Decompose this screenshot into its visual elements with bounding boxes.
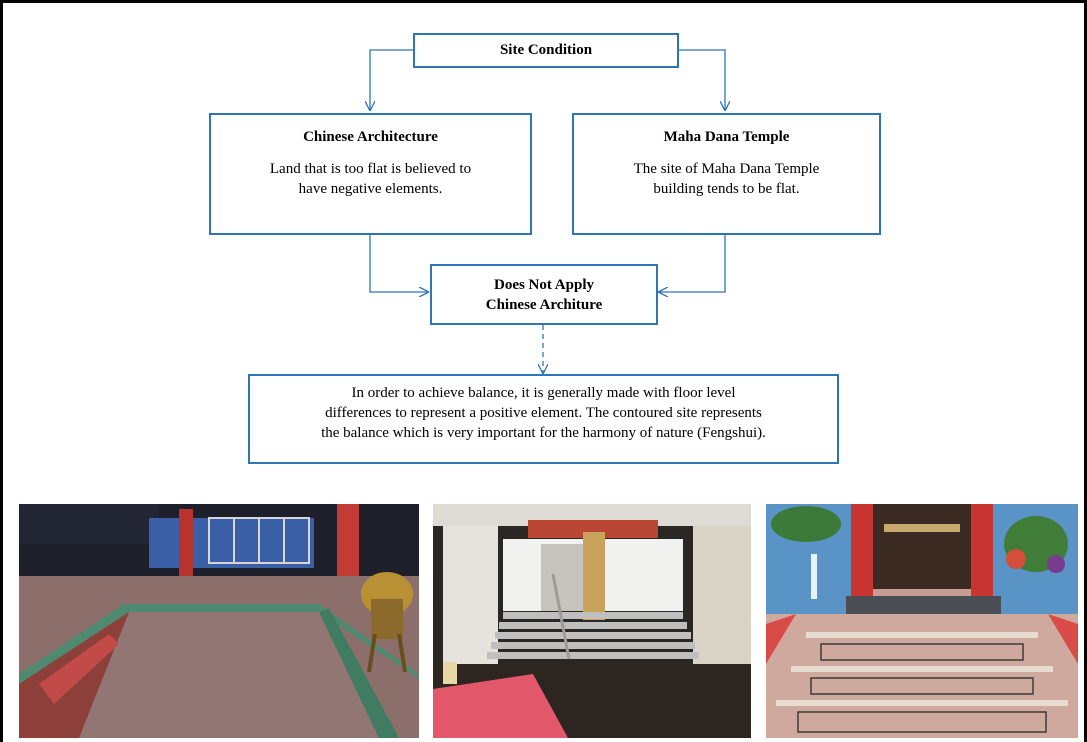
site-condition-label: Site Condition [499, 42, 593, 58]
chinese-architecture-title: Chinese Architecture [303, 129, 438, 145]
temple-interior-stairs-photo [433, 504, 751, 738]
conclusion-line1: In order to achieve balance, it is gener… [351, 385, 736, 401]
does-not-apply-line1: Does Not Apply [493, 277, 594, 293]
maha-dana-temple-text-line2: building tends to be flat. [653, 181, 800, 197]
conclusion-box: In order to achieve balance, it is gener… [248, 374, 839, 464]
chinese-architecture-box: Chinese Architecture Land that is too fl… [209, 113, 532, 235]
arrow-site-to-temple [678, 49, 725, 110]
maha-dana-temple-box: Maha Dana Temple The site of Maha Dana T… [572, 113, 881, 235]
temple-courtyard-sunken-floor-photo [19, 504, 419, 738]
chinese-architecture-text-line2: have negative elements. [298, 181, 443, 197]
temple-entrance-steps-photo [766, 504, 1078, 738]
conclusion-line2: differences to represent a positive elem… [325, 405, 762, 421]
arrow-chinese-to-notapply [369, 235, 428, 292]
does-not-apply-line2: Chinese Architure [485, 297, 603, 313]
does-not-apply-box: Does Not Apply Chinese Architure [430, 264, 658, 325]
arrow-site-to-chinese [370, 49, 414, 110]
maha-dana-temple-title: Maha Dana Temple [663, 129, 790, 145]
site-condition-box: Site Condition [413, 33, 679, 68]
conclusion-line3: the balance which is very important for … [321, 425, 766, 441]
maha-dana-temple-text-line1: The site of Maha Dana Temple [633, 161, 820, 177]
arrow-temple-to-notapply [659, 235, 726, 292]
chinese-architecture-text-line1: Land that is too flat is believed to [269, 161, 472, 177]
